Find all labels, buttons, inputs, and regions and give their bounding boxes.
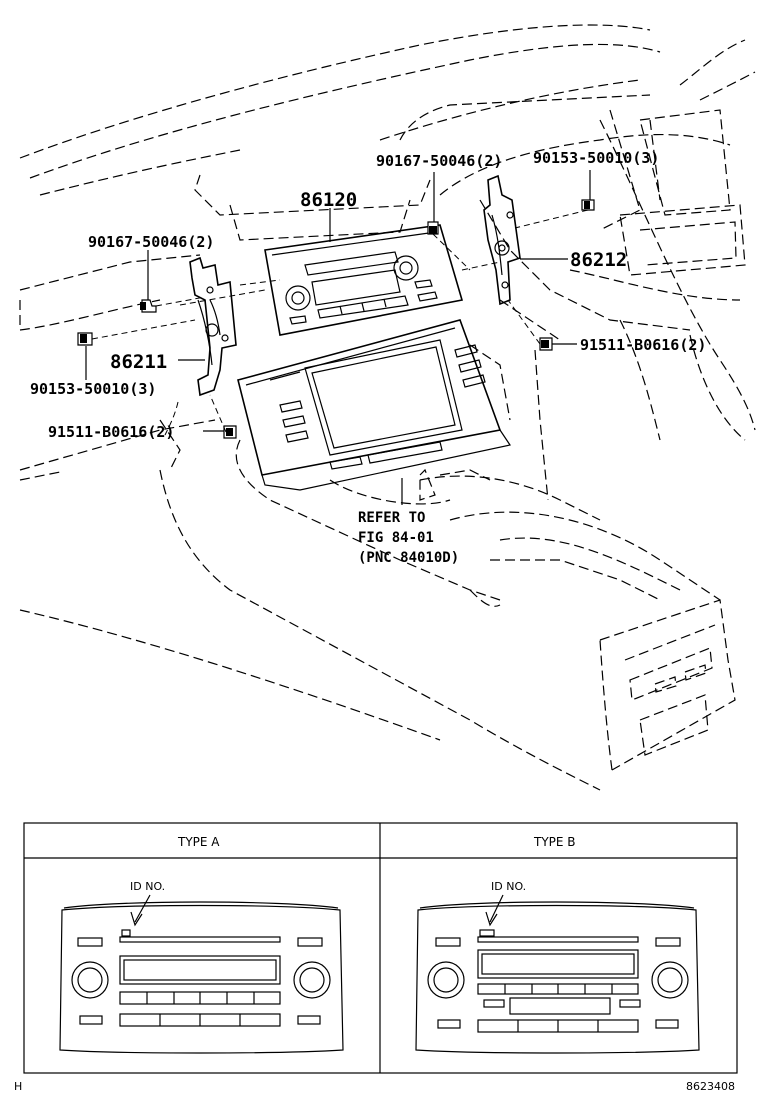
- refer-note-line3: (PNC 84010D): [358, 550, 459, 566]
- type-a-id-label: ID NO.: [130, 880, 165, 893]
- screw-left-label: 90153-50010(3): [30, 380, 156, 398]
- fastener-bolt-center-top: [427, 221, 439, 235]
- type-b-unit: [415, 894, 700, 1054]
- fastener-clip-right: [539, 337, 553, 351]
- refer-note-line1: REFER TO: [358, 510, 425, 526]
- display-panel: [237, 319, 511, 491]
- footer-left-code: H: [14, 1080, 22, 1093]
- fastener-clip-left: [223, 425, 237, 439]
- fastener-screw-left: [77, 332, 93, 346]
- type-a-header: TYPE A: [177, 835, 220, 849]
- clip-right-label: 91511-B0616(2): [580, 336, 706, 354]
- part-86211-label: 86211: [110, 351, 167, 373]
- bracket-86212: [483, 174, 521, 306]
- bolt-left-top-label: 90167-50046(2): [88, 233, 214, 251]
- fastener-screw-right-top: [581, 199, 595, 211]
- leader-lines: [85, 170, 591, 505]
- part-86212-label: 86212: [570, 249, 627, 271]
- screw-right-top-label: 90153-50010(3): [533, 149, 659, 167]
- type-b-header: TYPE B: [533, 835, 576, 849]
- part-86120-label: 86120: [300, 189, 357, 211]
- type-table: [23, 822, 738, 1074]
- footer-figure-number: 8623408: [686, 1080, 735, 1093]
- type-a-unit: [59, 894, 344, 1054]
- bolt-center-top-label: 90167-50046(2): [376, 152, 502, 170]
- refer-note-line2: FIG 84-01: [358, 530, 434, 546]
- type-b-id-label: ID NO.: [491, 880, 526, 893]
- clip-left-label: 91511-B0616(2): [48, 423, 174, 441]
- dashboard-outline: [19, 24, 756, 501]
- audio-head-unit: [179, 224, 501, 336]
- center-console: [19, 419, 736, 791]
- bracket-86211: [189, 256, 237, 397]
